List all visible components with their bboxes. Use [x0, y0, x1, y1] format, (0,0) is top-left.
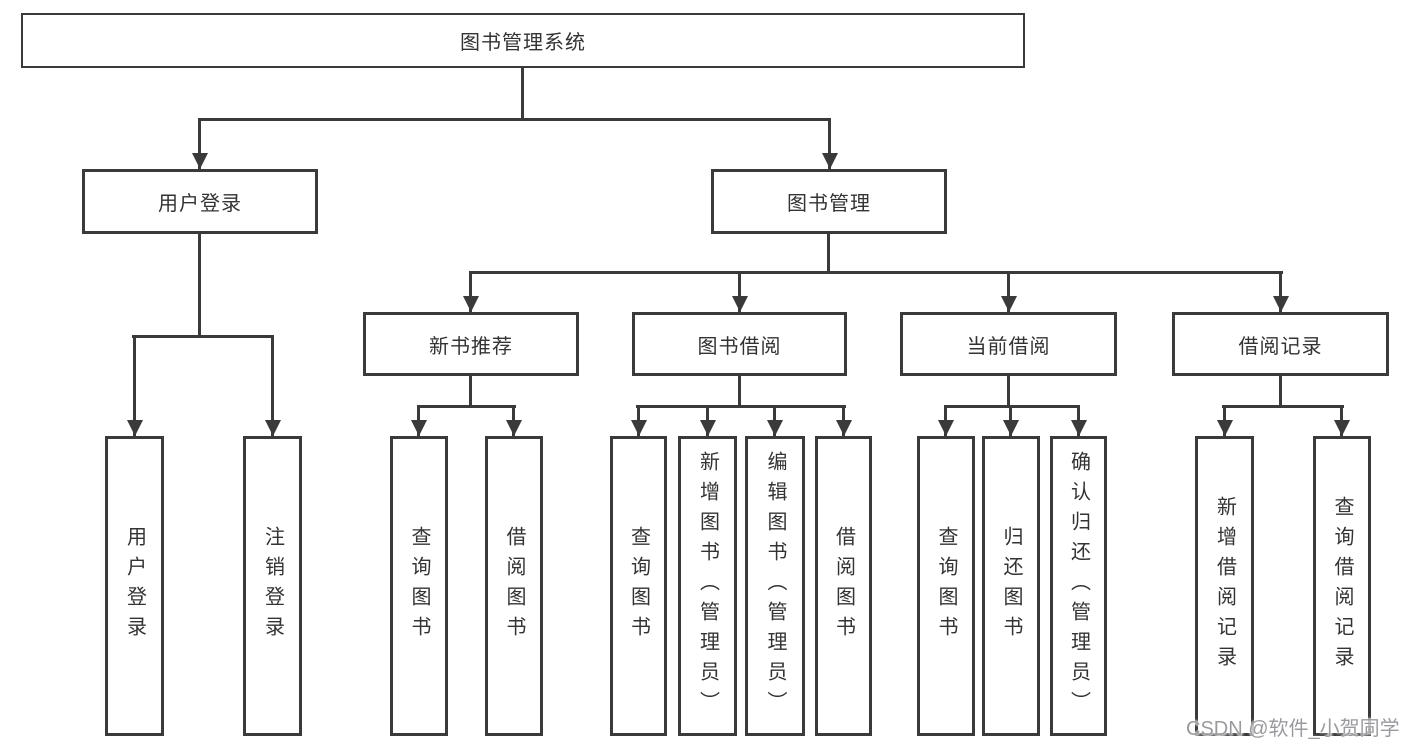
node-label: 查询图书 — [408, 526, 430, 646]
node-label: 图书管理 — [787, 193, 871, 215]
leaf-add-borrow-record: 新增借阅记录 — [1195, 436, 1254, 736]
connector-arrow-drop — [1007, 271, 1010, 312]
connector-arrow-drop — [198, 118, 201, 169]
node-book-borrowing: 图书借阅 — [632, 312, 847, 376]
node-book-management: 图书管理 — [711, 169, 947, 234]
connector-arrow-drop — [1077, 405, 1080, 436]
node-label: 查询借阅记录 — [1331, 496, 1353, 676]
connector-line — [1222, 405, 1344, 408]
node-label: 查询图书 — [627, 526, 650, 646]
connector-line — [1007, 376, 1010, 408]
leaf-add-book-admin: 新增图书（管理员） — [678, 436, 737, 736]
connector-line — [521, 68, 524, 121]
node-user-login: 用户登录 — [82, 169, 318, 234]
leaf-edit-book-admin: 编辑图书（管理员） — [745, 436, 805, 736]
connector-arrow-drop — [706, 405, 709, 436]
node-label: 当前借阅 — [966, 335, 1051, 358]
connector-arrow-drop — [1279, 271, 1282, 312]
connector-line — [738, 376, 741, 408]
leaf-query-books-borrow: 查询图书 — [610, 436, 667, 736]
connector-arrow-drop — [637, 405, 640, 436]
node-label: 图书管理系统 — [460, 32, 586, 54]
node-label: 用户登录 — [158, 193, 242, 215]
csdn-watermark: CSDN @软件_小贺同学 — [1186, 718, 1400, 740]
node-label: 借阅记录 — [1238, 335, 1323, 358]
leaf-user-login: 用户登录 — [105, 436, 164, 736]
connector-arrow-drop — [1340, 405, 1343, 436]
node-label: 借阅图书 — [832, 526, 855, 646]
node-root: 图书管理系统 — [21, 13, 1025, 68]
node-label: 确认归还（管理员） — [1067, 451, 1090, 721]
connector-line — [469, 376, 472, 408]
leaf-query-books-recommend: 查询图书 — [390, 436, 448, 736]
connector-line — [1279, 376, 1282, 408]
connector-arrow-drop — [271, 335, 274, 436]
connector-line — [636, 405, 846, 408]
connector-line — [198, 118, 831, 121]
node-label: 借阅图书 — [503, 526, 525, 646]
node-label: 查询图书 — [935, 526, 957, 646]
connector-arrow-drop — [842, 405, 845, 436]
node-label: 新增图书（管理员） — [696, 451, 719, 721]
connector-line — [944, 405, 1080, 408]
leaf-query-books-current: 查询图书 — [917, 436, 975, 736]
connector-arrow-drop — [133, 335, 136, 436]
leaf-return-book: 归还图书 — [982, 436, 1040, 736]
node-label: 新增借阅记录 — [1213, 496, 1236, 676]
connector-arrow-drop — [828, 118, 831, 169]
node-label: 新书推荐 — [429, 335, 513, 358]
connector-arrow-drop — [944, 405, 947, 436]
connector-arrow-drop — [512, 405, 515, 436]
node-label: 归还图书 — [1000, 526, 1022, 646]
node-label: 编辑图书（管理员） — [764, 451, 786, 721]
node-label: 用户登录 — [123, 526, 146, 646]
connector-arrow-drop — [1009, 405, 1012, 436]
connector-arrow-drop — [417, 405, 420, 436]
leaf-borrow-books: 借阅图书 — [815, 436, 872, 736]
connector-line — [417, 405, 516, 408]
leaf-logout: 注销登录 — [243, 436, 302, 736]
connector-arrow-drop — [469, 271, 472, 312]
node-current-borrowing: 当前借阅 — [900, 312, 1117, 376]
leaf-confirm-return-admin: 确认归还（管理员） — [1050, 436, 1107, 736]
leaf-borrow-books-recommend: 借阅图书 — [485, 436, 543, 736]
leaf-query-borrow-record: 查询借阅记录 — [1313, 436, 1371, 736]
connector-arrow-drop — [1223, 405, 1226, 436]
connector-line — [132, 335, 274, 338]
node-borrow-records: 借阅记录 — [1172, 312, 1389, 376]
connector-line — [198, 234, 201, 338]
node-new-book-recommendation: 新书推荐 — [363, 312, 579, 376]
connector-arrow-drop — [773, 405, 776, 436]
node-label: 注销登录 — [261, 526, 284, 646]
node-label: 图书借阅 — [697, 335, 782, 358]
connector-line — [469, 271, 1283, 274]
connector-arrow-drop — [738, 271, 741, 312]
connector-line — [827, 234, 830, 274]
